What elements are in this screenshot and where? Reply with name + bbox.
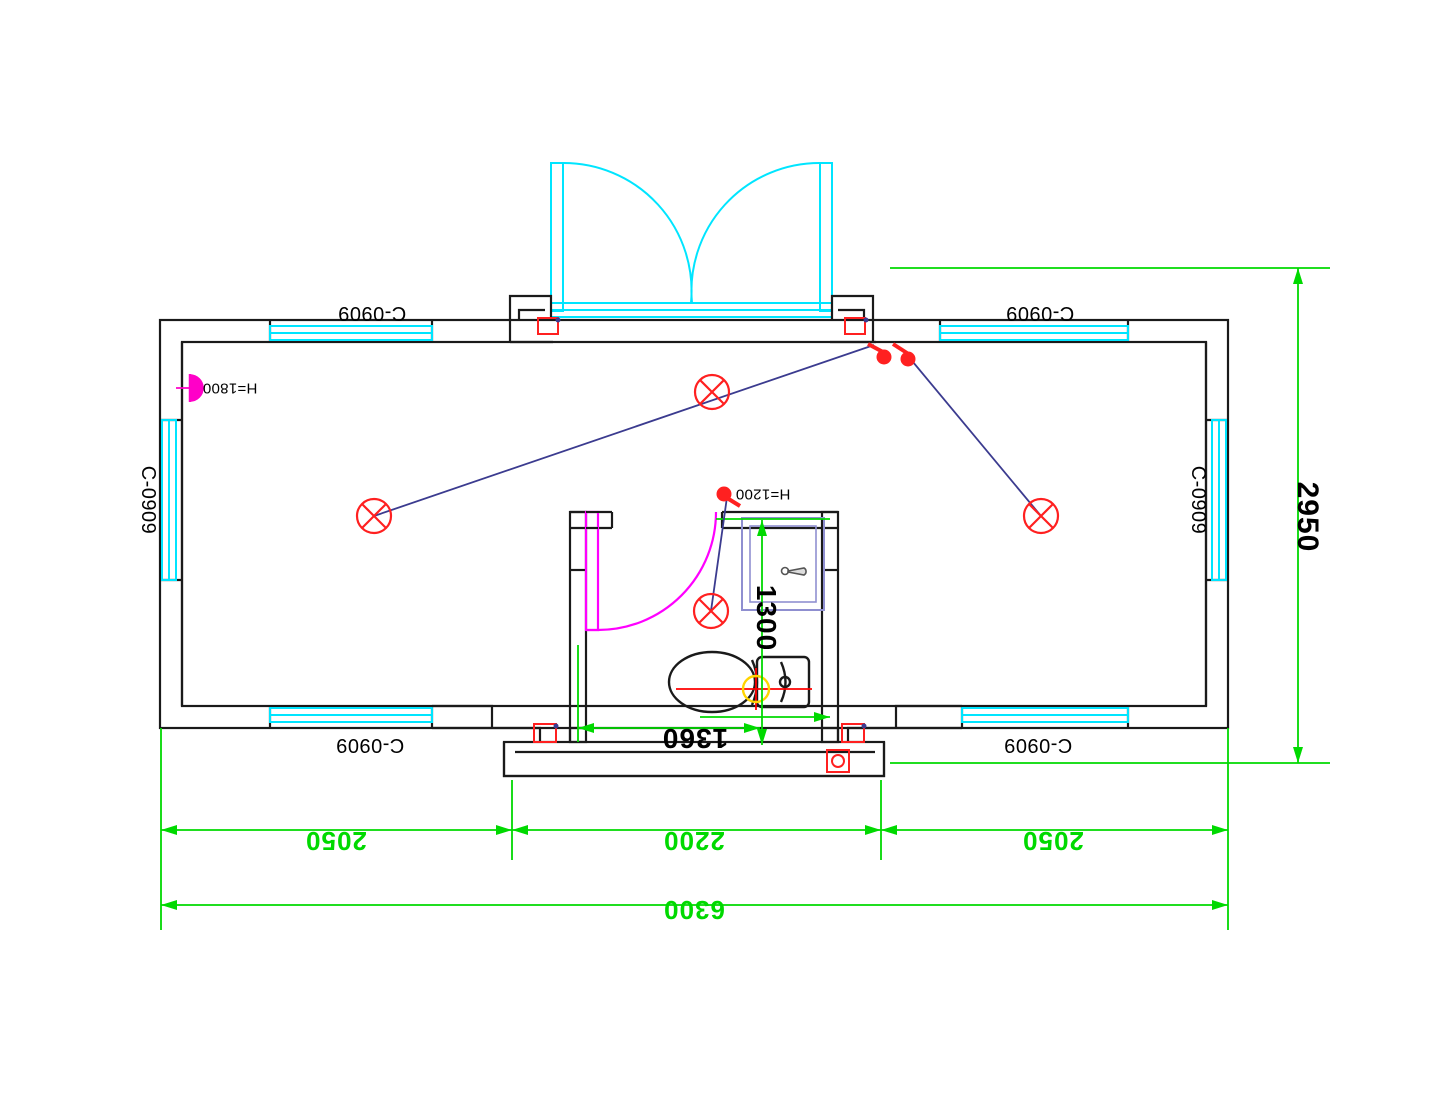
bathroom-door[interactable] [584, 510, 718, 632]
window-glazing [161, 325, 1227, 723]
wall-switch [867, 342, 892, 365]
bathroom-door-frame-detail [586, 511, 612, 529]
wiring-nodes [553, 317, 869, 729]
main-entry-door[interactable] [550, 161, 833, 318]
ceiling-lights[interactable] [355, 373, 1060, 630]
ceiling-light [1022, 497, 1060, 535]
ceiling-light [692, 592, 730, 630]
dimension-arrows [161, 268, 1303, 910]
dimension-bathroom-depth: 1300 [751, 584, 782, 652]
ceiling-light [693, 373, 731, 411]
lighting-circuit-wiring [373, 344, 1042, 612]
entry-door-jambs [508, 294, 876, 344]
wash-basin [741, 517, 825, 611]
dimension-lines [160, 267, 1330, 930]
window-label-bottom-left: C-0909 [335, 734, 405, 756]
faucet-icon [780, 566, 807, 576]
wall-switches[interactable] [716, 342, 916, 508]
dimension-left-bay: 2050 [305, 826, 367, 856]
wall-switch [891, 342, 916, 367]
wall-switch [716, 486, 742, 508]
dimension-bathroom-width: 1360 [661, 723, 729, 754]
sconce-height-label: H=1800 [202, 379, 258, 397]
window-label-bottom-right: C-0909 [1003, 734, 1073, 756]
switch-height-label: H=1200 [735, 485, 791, 503]
window-label-left: C-0909 [137, 465, 159, 535]
wall-outline [158, 318, 1230, 730]
toilet-centerline [676, 668, 812, 710]
ceiling-light [355, 497, 393, 535]
dimension-overall-width: 6300 [663, 895, 725, 925]
dimension-right-bay: 2050 [1022, 826, 1084, 856]
window-label-top-left: C-0909 [337, 302, 407, 324]
toilet [667, 650, 811, 714]
dimension-center-bay: 2200 [663, 826, 725, 856]
window-label-right: C-0909 [1187, 465, 1209, 535]
dimension-overall-height: 2950 [1291, 481, 1324, 553]
wall-sconce[interactable] [176, 374, 204, 402]
floor-outlet [826, 749, 850, 773]
window-label-top-right: C-0909 [1005, 302, 1075, 324]
power-outlets[interactable] [533, 317, 866, 773]
wall-jambs [160, 320, 1228, 728]
